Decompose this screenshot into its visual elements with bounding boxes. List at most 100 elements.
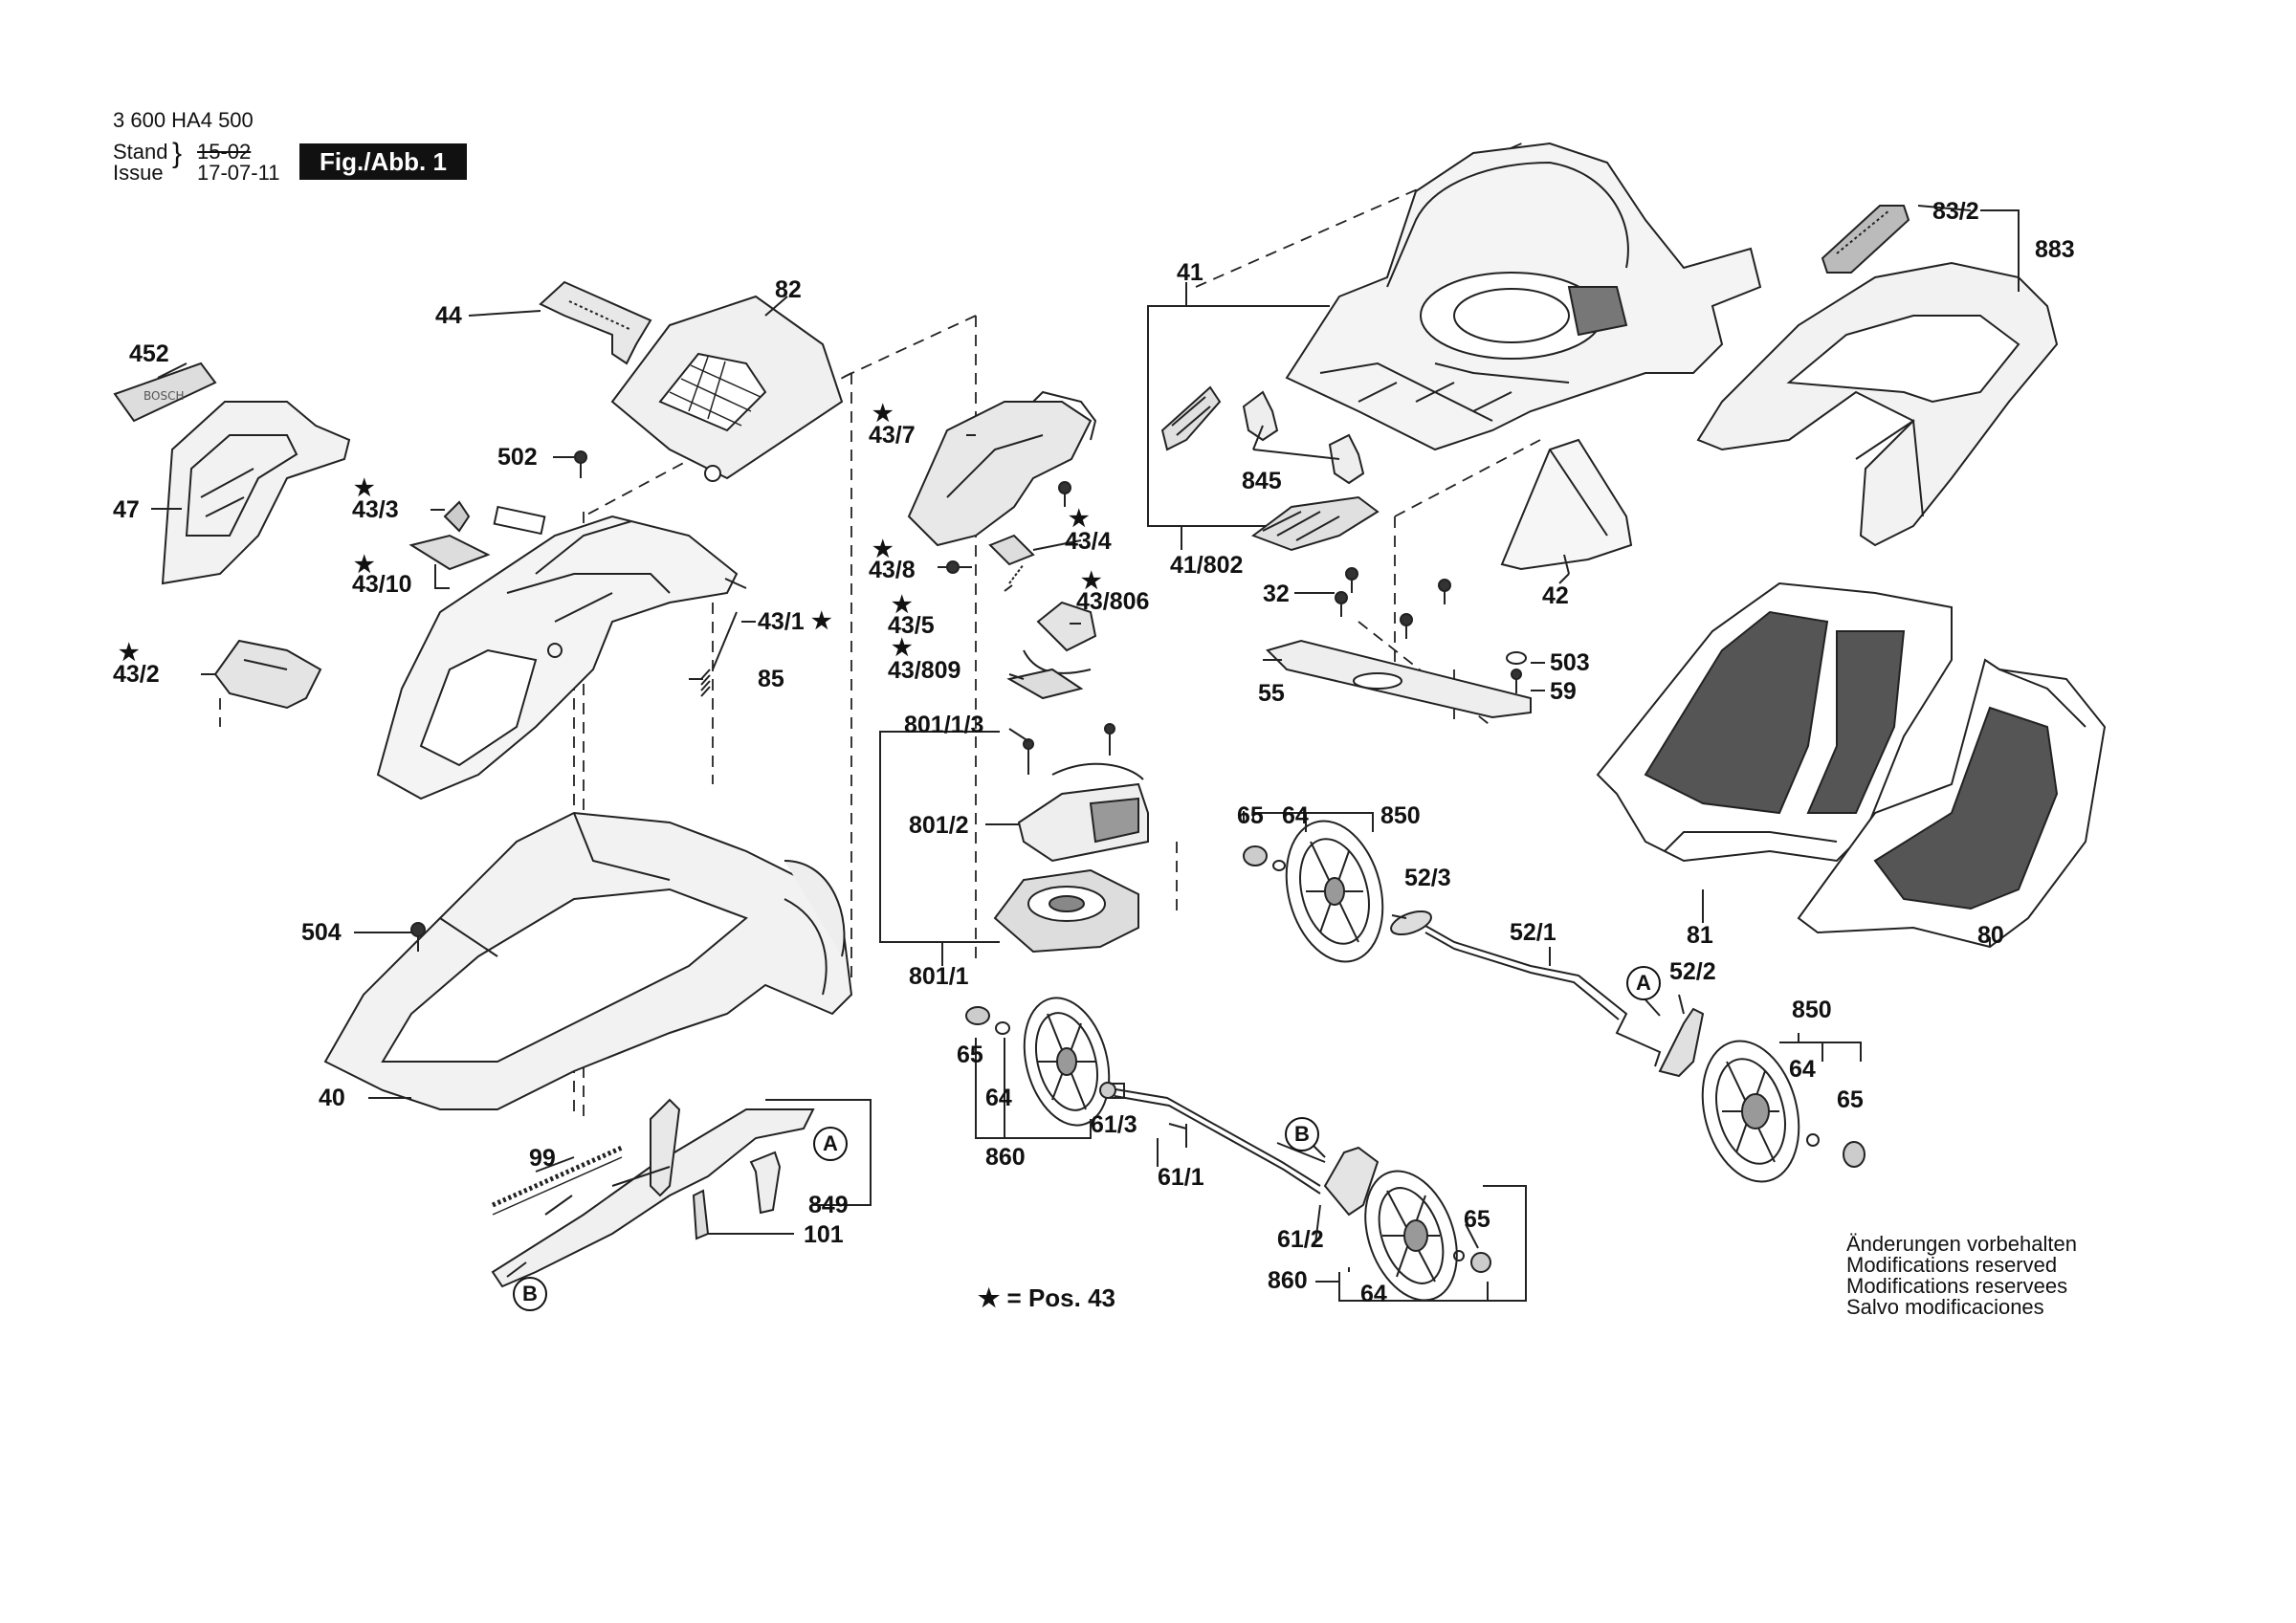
wheel-front-left	[1364, 1170, 1491, 1302]
leader-lines	[151, 205, 1991, 1283]
screw-43-8	[946, 560, 972, 574]
grassbag-80	[1797, 658, 2107, 949]
part-43-809	[1006, 668, 1084, 700]
modifications-note: Änderungen vorbehalten Modifications res…	[1846, 1234, 2077, 1318]
label-860: 860	[1268, 1267, 1308, 1294]
issue-label: Issue	[113, 161, 164, 185]
label-503: 503	[1550, 649, 1590, 676]
grip-44	[539, 280, 652, 365]
label-43-809: 43/809	[888, 657, 961, 684]
label-43-2: 43/2	[113, 661, 160, 688]
label-83-2: 83/2	[1932, 198, 1979, 225]
reference-b: B	[1285, 1117, 1319, 1151]
clip-845-a	[1242, 390, 1279, 442]
cover-82	[610, 295, 844, 482]
label-82: 82	[775, 276, 802, 303]
star-icon: ★	[872, 401, 894, 427]
clip-41-802	[1250, 495, 1380, 552]
label-849: 849	[808, 1192, 849, 1218]
part-43-4-plate	[988, 534, 1035, 566]
star-icon: ★	[892, 592, 913, 618]
label-61-3: 61/3	[1091, 1111, 1137, 1138]
cap-65-upper	[1243, 845, 1286, 871]
label-43-5: 43/5	[888, 612, 935, 639]
figure-label: Fig./Abb. 1	[299, 143, 467, 180]
stand-label: Stand	[113, 140, 168, 164]
label-plate	[493, 505, 546, 536]
label-65: 65	[957, 1042, 983, 1068]
motor-801-1	[993, 868, 1139, 954]
star-icon: ★	[354, 475, 375, 501]
label-801-1: 801/1	[909, 963, 969, 990]
star-icon: ★	[354, 552, 375, 578]
label-452: 452	[129, 340, 169, 367]
label-41-802: 41/802	[1170, 552, 1244, 579]
part-43-3	[443, 500, 471, 533]
label-43-3: 43/3	[352, 496, 399, 523]
label-801-1-3: 801/1/3	[904, 712, 984, 738]
deck-41	[1285, 142, 1762, 451]
label-65: 65	[1237, 802, 1264, 829]
label-40: 40	[319, 1085, 345, 1111]
label-65: 65	[1464, 1206, 1490, 1233]
label-850: 850	[1792, 997, 1832, 1023]
star-icon: ★	[872, 537, 894, 562]
label-101: 101	[804, 1221, 844, 1248]
grip-83-2	[1821, 205, 1910, 274]
issue-value: 17-07-11	[197, 161, 280, 185]
label-860: 860	[985, 1144, 1026, 1171]
label-43-10: 43/10	[352, 571, 412, 598]
note-es: Salvo modificaciones	[1846, 1295, 2044, 1319]
axle-52-1	[1424, 925, 1662, 1067]
label-43-4: 43/4	[1065, 528, 1112, 555]
stand-value: 15-02	[197, 140, 252, 164]
label-64: 64	[985, 1085, 1012, 1111]
label-61-2: 61/2	[1277, 1226, 1324, 1253]
label-80: 80	[1977, 922, 2004, 949]
screw-502	[574, 450, 587, 478]
label-883: 883	[2035, 236, 2075, 263]
label-845: 845	[1242, 468, 1282, 494]
cap-65-left	[965, 1006, 1010, 1035]
label-504: 504	[301, 919, 342, 946]
cover-883	[1696, 261, 2059, 547]
guard-42	[1500, 438, 1633, 571]
clip-41-left	[1160, 385, 1222, 451]
label-64: 64	[1789, 1056, 1816, 1083]
label-43-8: 43/8	[869, 557, 916, 583]
label-44: 44	[435, 302, 462, 329]
grassbox-81	[1596, 581, 1953, 863]
axle-61-1	[1099, 1082, 1321, 1195]
label-52-1: 52/1	[1510, 919, 1556, 946]
electronics-801-2	[1017, 762, 1149, 863]
label-47: 47	[113, 496, 140, 523]
bracket-41	[1147, 305, 1330, 527]
clip-845-b	[1328, 433, 1365, 485]
bracket-801	[879, 731, 1000, 966]
bracket-850-upper	[1252, 812, 1374, 832]
reference-b: B	[513, 1277, 547, 1311]
label-59: 59	[1550, 678, 1577, 705]
label-65: 65	[1837, 1086, 1864, 1113]
note-de: Änderungen vorbehalten	[1846, 1232, 2077, 1256]
spring-85	[700, 611, 738, 697]
screw-59	[1511, 669, 1522, 693]
label-42: 42	[1542, 582, 1569, 609]
bracket-860-right	[1338, 1185, 1527, 1302]
label-32: 32	[1263, 581, 1290, 607]
star-icon: ★	[978, 1283, 1001, 1312]
label-52-2: 52/2	[1669, 958, 1716, 985]
label-52-3: 52/3	[1404, 865, 1451, 891]
star-icon: ★	[892, 635, 913, 661]
label-81: 81	[1687, 922, 1713, 949]
reference-a: A	[813, 1127, 848, 1161]
label-801-2: 801/2	[909, 812, 969, 839]
battery-label-452: BOSCH	[113, 362, 217, 423]
star-legend: ★ = Pos. 43	[978, 1283, 1115, 1313]
label-85: 85	[758, 666, 784, 692]
reference-a: A	[1626, 966, 1661, 1000]
note-en: Modifications reserved	[1846, 1253, 2058, 1277]
label-850: 850	[1380, 802, 1421, 829]
bracket-850-lower	[1779, 1042, 1862, 1062]
lower-housing-40	[323, 811, 853, 1110]
